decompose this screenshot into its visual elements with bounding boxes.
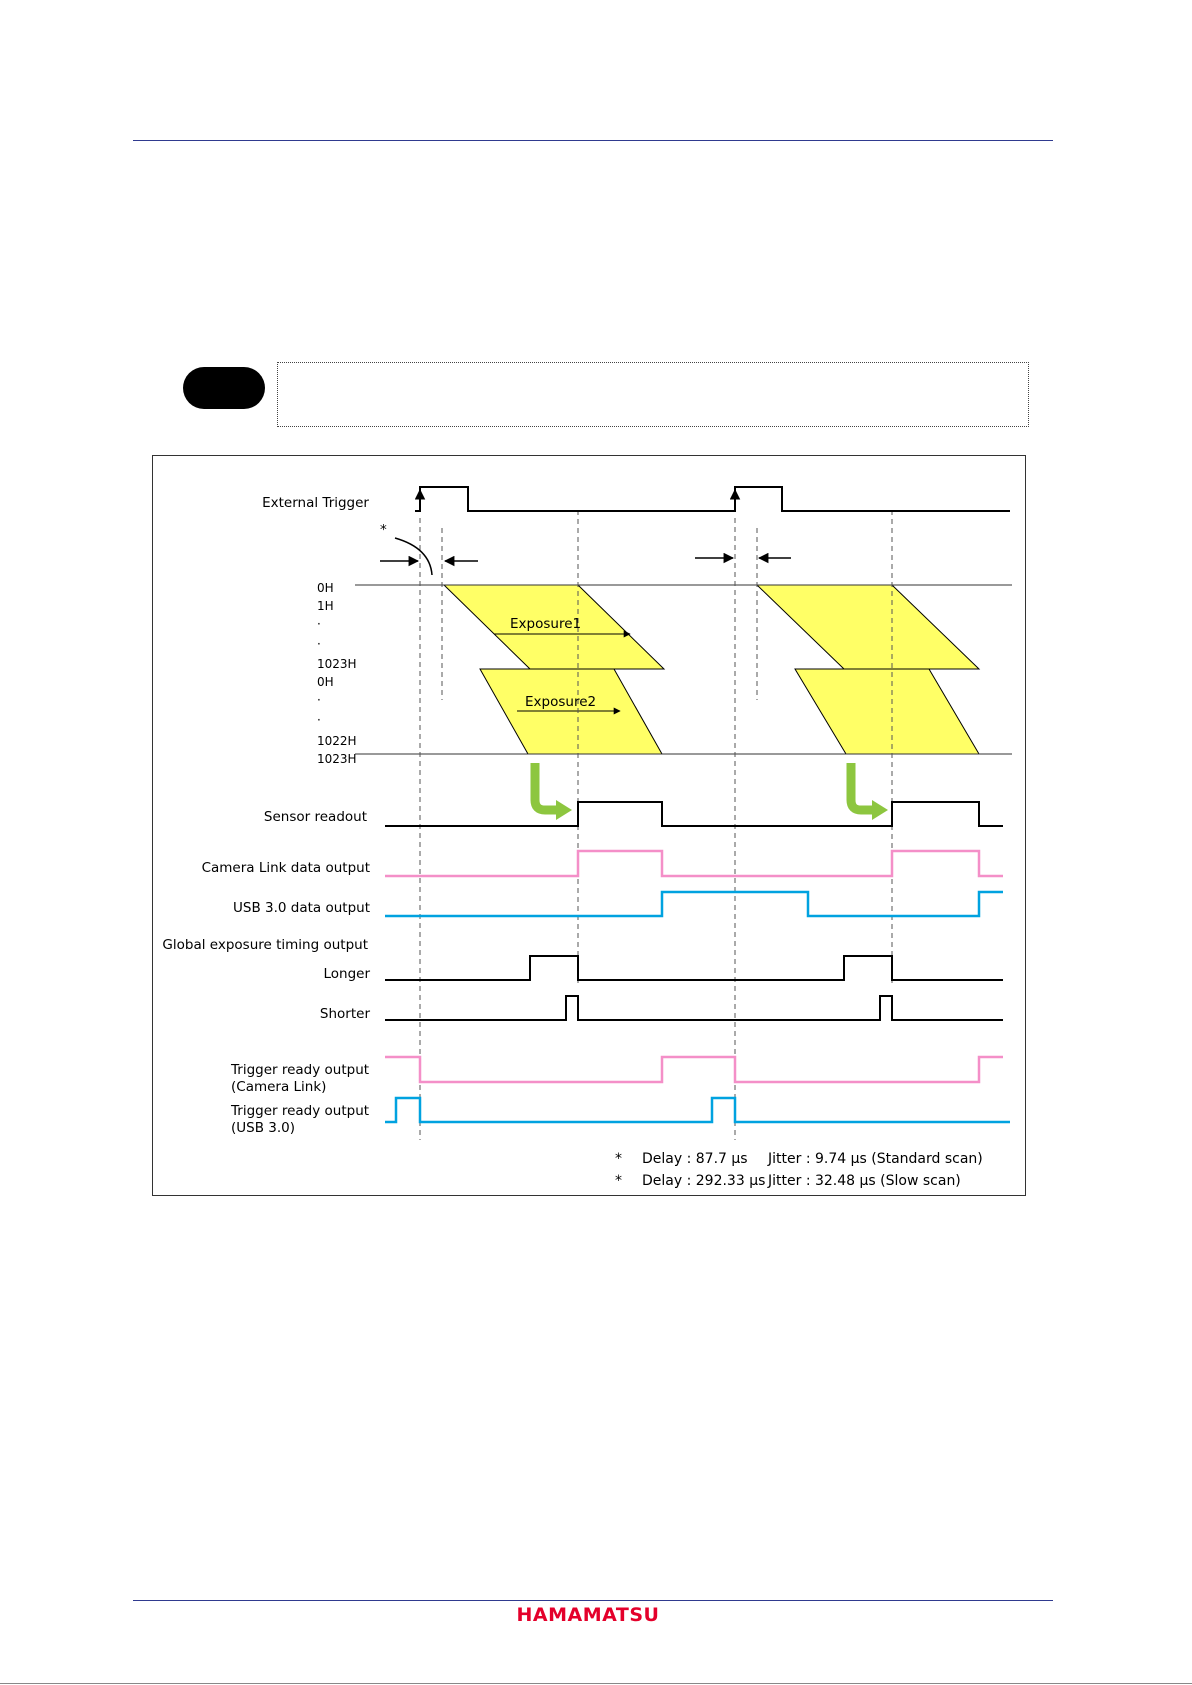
readout-arrowhead-2	[872, 800, 888, 820]
note-badge	[183, 367, 265, 409]
row-label: ·	[317, 693, 321, 707]
row-label: ·	[317, 617, 321, 631]
readout-arrow-1	[530, 763, 558, 815]
exposure2-region-b	[794, 668, 980, 755]
trigger-ready-usb-signal	[385, 1096, 1010, 1124]
row-label: 1023H	[317, 752, 357, 766]
note-2-delay: Delay : 292.33 μs	[642, 1173, 765, 1189]
trigger-ready-cl-signal	[385, 1055, 1003, 1084]
external-trigger-signal	[415, 486, 1010, 512]
label-global-exposure: Global exposure timing output	[162, 937, 368, 953]
page-edge	[0, 1683, 1192, 1684]
exposure1-label: Exposure1	[510, 616, 581, 632]
note-1-delay: Delay : 87.7 μs	[642, 1151, 748, 1167]
readout-arrow-2	[846, 763, 874, 815]
exposure2-label: Exposure2	[525, 694, 596, 710]
shorter-signal	[385, 995, 1003, 1021]
label-trigger-ready-usb-line1: Trigger ready output	[230, 1103, 369, 1119]
sensor-readout-signal	[385, 801, 1003, 827]
note-box	[277, 362, 1029, 427]
row-label: ·	[317, 637, 321, 651]
row-label: 0H	[317, 675, 334, 689]
label-trigger-ready-cl-line1: Trigger ready output	[230, 1062, 369, 1078]
label-shorter: Shorter	[320, 1006, 371, 1022]
label-camera-link-data: Camera Link data output	[202, 860, 370, 876]
label-trigger-ready-cl-line2: (Camera Link)	[231, 1079, 326, 1095]
row-label: 1H	[317, 599, 334, 613]
row-label: 0H	[317, 581, 334, 595]
header-rule	[133, 140, 1053, 141]
delay-curve	[394, 537, 433, 576]
label-trigger-ready-usb-line2: (USB 3.0)	[231, 1120, 295, 1136]
label-external-trigger: External Trigger	[262, 495, 369, 511]
longer-signal	[385, 955, 1003, 981]
row-label: 1023H	[317, 657, 357, 671]
label-usb-data: USB 3.0 data output	[233, 900, 370, 916]
exposure1-region-b	[755, 584, 981, 670]
label-sensor-readout: Sensor readout	[264, 809, 367, 825]
note-2-mark: *	[615, 1173, 622, 1189]
note-2-jitter: Jitter : 32.48 μs (Slow scan)	[767, 1173, 961, 1189]
hamamatsu-logo: HAMAMATSU	[516, 1604, 660, 1626]
guide-lines	[419, 510, 893, 1140]
usb-data-signal	[385, 890, 1003, 918]
delay-asterisk: *	[380, 522, 387, 538]
row-label: ·	[317, 713, 321, 727]
timing-diagram-frame	[152, 455, 1026, 1196]
footer-rule	[133, 1600, 1053, 1601]
camera-link-data-signal	[385, 849, 1003, 878]
note-1-jitter: Jitter : 9.74 μs (Standard scan)	[767, 1151, 983, 1167]
label-longer: Longer	[323, 966, 370, 982]
note-1-mark: *	[615, 1151, 622, 1167]
readout-arrowhead-1	[556, 800, 572, 820]
row-label: 1022H	[317, 734, 357, 748]
